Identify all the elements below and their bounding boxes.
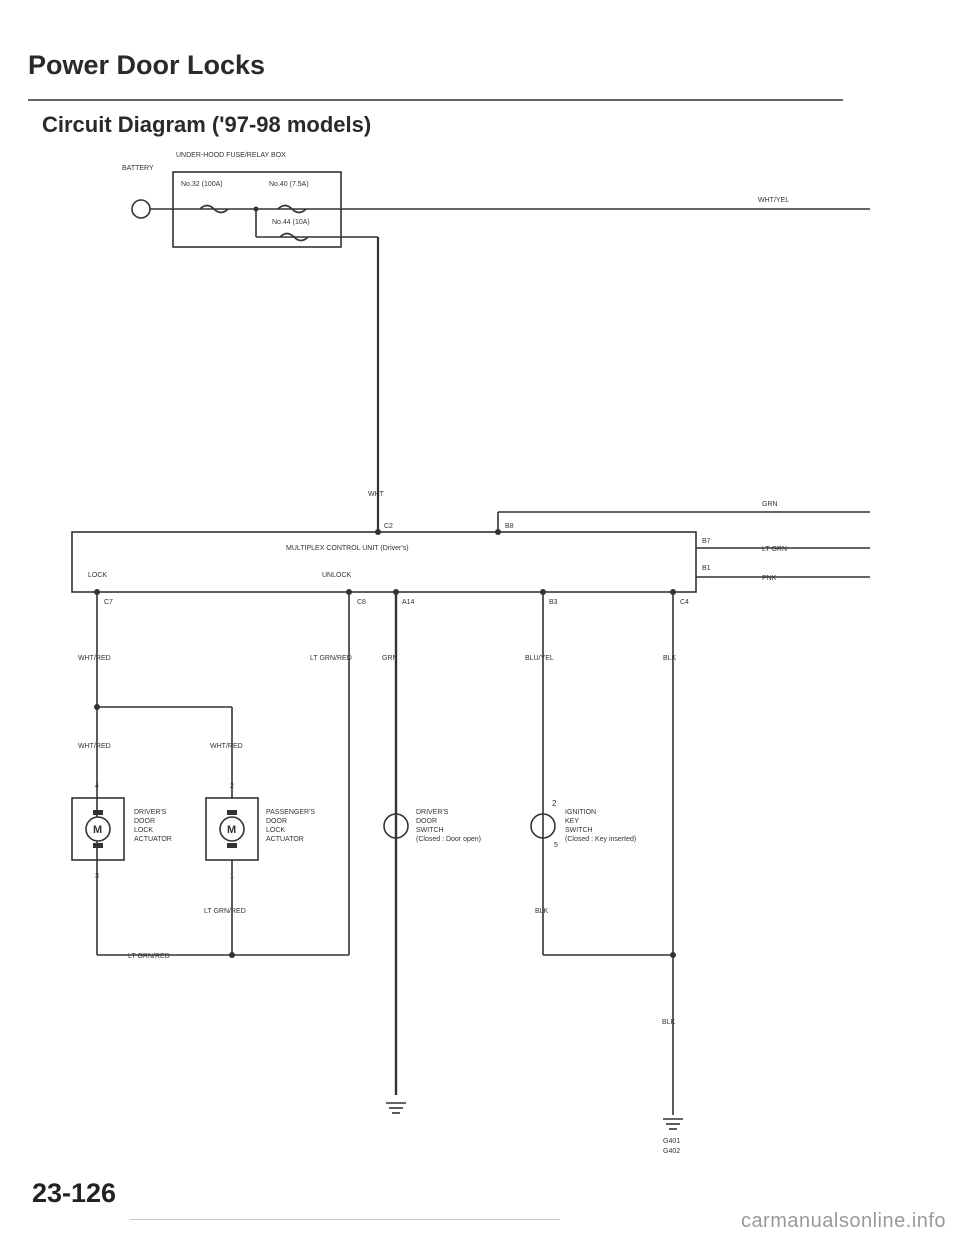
wire-label-lt-grn-red-2: LT GRN/RED bbox=[204, 908, 246, 915]
diagram-title: Circuit Diagram ('97-98 models) bbox=[42, 112, 372, 137]
wire-label-wht-red-3: WHT/RED bbox=[210, 743, 243, 750]
wire-label-lt-grn-red: LT GRN/RED bbox=[310, 655, 352, 662]
pin-c2: C2 bbox=[384, 523, 393, 530]
pin-a14: A14 bbox=[402, 599, 415, 606]
passenger-motor-label: M bbox=[227, 824, 236, 836]
ignition-switch-symbol bbox=[530, 813, 556, 839]
watermark: carmanualsonline.info bbox=[740, 1210, 946, 1232]
fuse-32-label: No.32 (100A) bbox=[181, 181, 223, 188]
ignition-switch-label: IGNITION KEY SWITCH (Closed : Key insert… bbox=[565, 809, 636, 843]
pin-b8: B8 bbox=[505, 523, 514, 530]
wire-label-pnk: PNK bbox=[762, 575, 777, 582]
door-switch-symbol bbox=[383, 813, 409, 839]
wire-label-wht-red-2: WHT/RED bbox=[78, 743, 111, 750]
driver-actuator-box bbox=[71, 797, 125, 861]
wire-label-blu-yel: BLU/YEL bbox=[525, 655, 554, 662]
unlock-label: UNLOCK bbox=[322, 572, 352, 579]
wire-label-grn: GRN bbox=[762, 501, 778, 508]
pin-c7: C7 bbox=[104, 599, 113, 606]
fuse-44-label: No.44 (10A) bbox=[272, 219, 310, 226]
battery-symbol bbox=[131, 199, 151, 219]
pin-b3: B3 bbox=[549, 599, 558, 606]
passenger-motor: M bbox=[219, 810, 245, 848]
pin-c8: C8 bbox=[357, 599, 366, 606]
pin-b1: B1 bbox=[702, 565, 711, 572]
driver-motor: M bbox=[85, 810, 111, 848]
pin-b7: B7 bbox=[702, 538, 711, 545]
pin-c4: C4 bbox=[680, 599, 689, 606]
fuse-box-label: UNDER-HOOD FUSE/RELAY BOX bbox=[176, 152, 286, 159]
page-number: 23-126 bbox=[32, 1178, 117, 1208]
lock-label: LOCK bbox=[88, 572, 107, 579]
driver-actuator-label: DRIVER'S DOOR LOCK ACTUATOR bbox=[134, 809, 172, 843]
ground-g402: G402 bbox=[663, 1148, 680, 1155]
pin-1: 1 bbox=[230, 873, 234, 880]
wire-label-lt-grn: LT GRN bbox=[762, 546, 787, 553]
mcu-outline bbox=[71, 531, 697, 593]
ground-g401: G401 bbox=[663, 1138, 680, 1145]
wire-label-wht-yel: WHT/YEL bbox=[758, 197, 789, 204]
wire-label-wht-red: WHT/RED bbox=[78, 655, 111, 662]
wire-label-blk-2: BLK bbox=[535, 908, 549, 915]
driver-motor-label: M bbox=[93, 824, 102, 836]
door-switch-label: DRIVER'S DOOR SWITCH (Closed : Door open… bbox=[416, 809, 481, 843]
pin-5: 5 bbox=[554, 842, 558, 849]
bottom-rule bbox=[130, 1219, 560, 1220]
wire-label-blk-1: BLK bbox=[663, 655, 677, 662]
pin-4: 4 bbox=[95, 783, 99, 790]
pin-3: 3 bbox=[95, 873, 99, 880]
pin-2a: 2 bbox=[230, 783, 234, 790]
mcu-label: MULTIPLEX CONTROL UNIT (Driver's) bbox=[286, 545, 409, 552]
passenger-actuator-label: PASSENGER'S DOOR LOCK ACTUATOR bbox=[266, 809, 317, 843]
title-rule bbox=[28, 99, 843, 101]
wire-label-blk-3: BLK bbox=[662, 1019, 676, 1026]
page-title: Power Door Locks bbox=[28, 50, 266, 80]
fuse-40-label: No.40 (7.5A) bbox=[269, 181, 309, 188]
battery-label: BATTERY bbox=[122, 165, 154, 172]
wire-label-wht: WHT bbox=[368, 491, 385, 498]
wire-label-lt-grn-red-3: LT GRN/RED bbox=[128, 953, 170, 960]
wire-label-grn-a14: GRN bbox=[382, 655, 398, 662]
pin-2b: 2 bbox=[552, 799, 557, 808]
